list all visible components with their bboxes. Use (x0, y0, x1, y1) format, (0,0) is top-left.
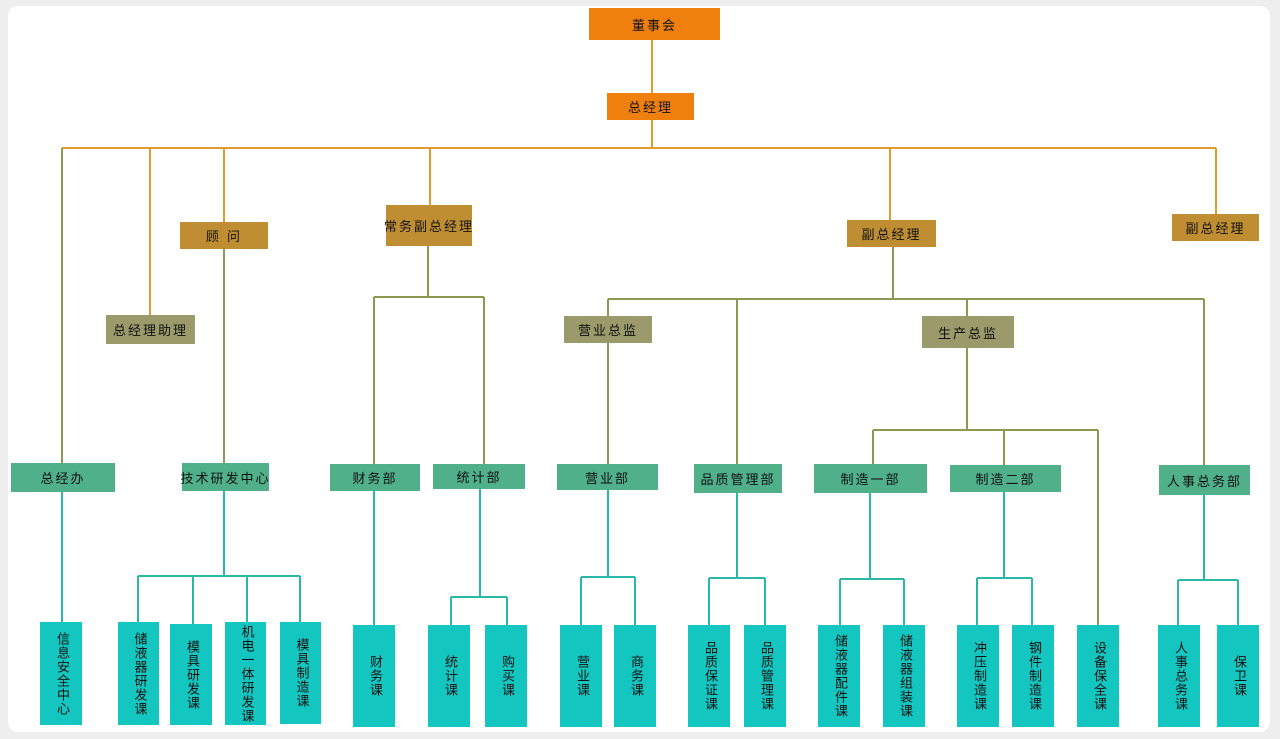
manufacturing-2-dept: 制造二部 (950, 465, 1061, 492)
diagram-canvas (8, 6, 1270, 732)
statistics-dept: 统计部 (433, 464, 525, 489)
vice-gm-node-b: 副总经理 (1172, 214, 1259, 241)
production-director-node: 生产总监 (922, 316, 1014, 348)
gm-assistant-node: 总经理助理 (106, 315, 195, 344)
section-box: 冲压制造课 (957, 625, 999, 727)
sales-dept: 营业部 (557, 464, 658, 490)
section-box: 机电一体研发课 (225, 622, 266, 725)
hr-admin-dept: 人事总务部 (1159, 465, 1250, 495)
board-of-directors-node: 董事会 (589, 8, 720, 40)
section-box: 品质管理课 (744, 625, 786, 727)
section-box: 营业课 (560, 625, 602, 727)
section-box: 储液器研发课 (118, 622, 159, 725)
sales-director-node: 营业总监 (564, 316, 652, 343)
quality-management-dept: 品质管理部 (694, 464, 782, 493)
section-box: 模具研发课 (170, 624, 212, 725)
section-box: 设备保全课 (1077, 625, 1119, 727)
section-box: 模具制造课 (280, 622, 321, 724)
gm-office-dept: 总经办 (11, 463, 115, 492)
executive-vice-gm-node: 常务副总经理 (384, 205, 472, 246)
advisor-node: 顾 问 (180, 222, 268, 249)
section-box: 信息安全中心 (40, 622, 82, 725)
section-box: 储液器组装课 (883, 625, 925, 727)
manufacturing-1-dept: 制造一部 (814, 464, 927, 493)
vice-gm-node-a: 副总经理 (847, 220, 936, 247)
section-box: 钢件制造课 (1012, 625, 1054, 727)
general-manager-node: 总经理 (607, 93, 694, 120)
section-box: 财务课 (353, 625, 395, 727)
finance-dept: 财务部 (330, 464, 420, 491)
section-box: 储液器配件课 (818, 625, 860, 727)
section-box: 人事总务课 (1158, 625, 1200, 727)
section-box: 商务课 (614, 625, 656, 727)
section-box: 品质保证课 (688, 625, 730, 727)
tech-rd-center-dept: 技术研发中心 (181, 463, 269, 491)
section-box: 保卫课 (1217, 625, 1259, 727)
section-box: 购买课 (485, 625, 527, 727)
section-box: 统计课 (428, 625, 470, 727)
